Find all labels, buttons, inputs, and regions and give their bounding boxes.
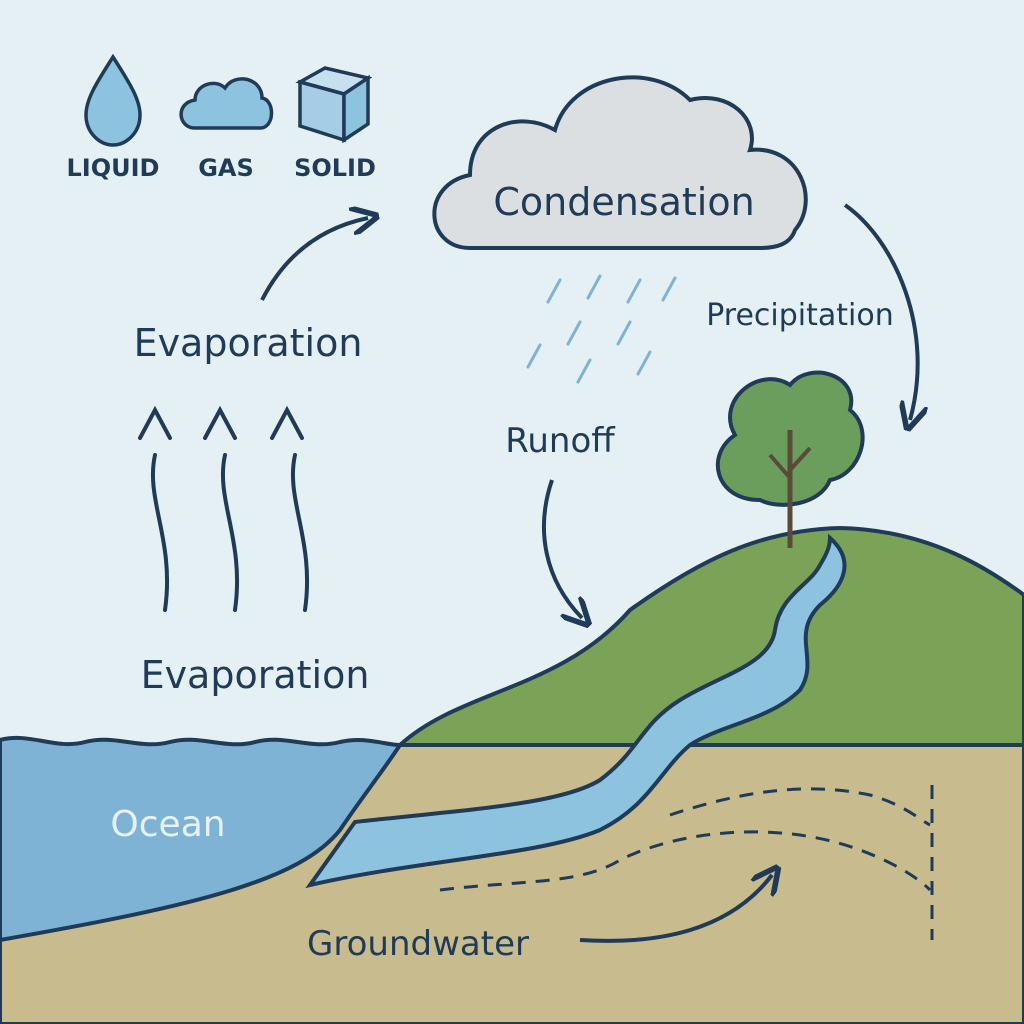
legend-gas-icon	[179, 77, 274, 130]
legend-gas-label: GAS	[198, 154, 254, 182]
green-hill	[394, 525, 1024, 747]
condensation-cloud	[432, 75, 808, 250]
legend-solid-label: SOLID	[294, 154, 376, 182]
groundwater-flow-lower	[439, 830, 932, 892]
legend-liquid-label: LIQUID	[67, 154, 160, 182]
ocean-water	[0, 735, 404, 943]
runoff-label: Runoff	[505, 421, 616, 461]
rain-drops	[526, 274, 677, 384]
evaporation-vapor	[138, 405, 310, 612]
river	[305, 533, 847, 889]
precipitation-arrow	[843, 203, 918, 420]
precipitation-label: Precipitation	[706, 298, 894, 333]
tree	[715, 370, 865, 548]
evaporation-lower-label: Evaporation	[141, 653, 370, 697]
runoff-arrow	[541, 479, 582, 618]
evaporation-arrow	[260, 218, 368, 301]
legend-liquid-icon	[84, 53, 142, 147]
groundwater-label: Groundwater	[307, 924, 529, 964]
groundwater-flow-upper	[669, 787, 931, 827]
legend-solid-icon	[295, 66, 373, 144]
ocean-label: Ocean	[110, 804, 225, 845]
groundwater-arrow	[579, 875, 772, 943]
condensation-label: Condensation	[493, 180, 754, 224]
evaporation-upper-label: Evaporation	[134, 321, 363, 365]
